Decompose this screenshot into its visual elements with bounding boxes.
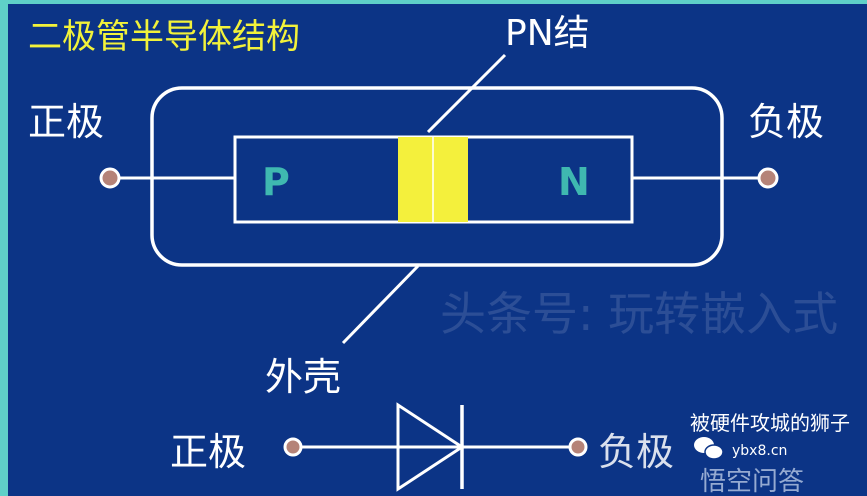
shell-label: 外壳 xyxy=(265,355,341,399)
symbol-anode-label: 正极 xyxy=(170,430,246,474)
anode-terminal xyxy=(99,167,121,189)
cathode-label: 负极 xyxy=(748,100,824,144)
wechat-icon xyxy=(694,437,724,460)
watermark-author: 被硬件攻城的狮子 xyxy=(690,411,850,435)
pn-leader-line xyxy=(426,53,507,134)
shell-leader-line xyxy=(341,264,420,345)
cathode-terminal xyxy=(757,167,779,189)
symbol-anode-terminal xyxy=(283,437,303,457)
diagram-canvas xyxy=(8,4,867,496)
pn-junction-label: PN结 xyxy=(505,13,590,54)
anode-label: 正极 xyxy=(28,100,104,144)
symbol-cathode-terminal xyxy=(568,437,588,457)
watermark-wukong: 悟空问答 xyxy=(700,467,804,496)
p-region-label: P xyxy=(262,160,290,204)
watermark-toutiao: 头条号: 玩转嵌入式 xyxy=(440,287,838,341)
diode-triangle xyxy=(396,402,465,492)
title: 二极管半导体结构 xyxy=(28,17,300,57)
n-region-label: N xyxy=(558,160,590,204)
symbol-cathode-label: 负极 xyxy=(598,430,674,474)
watermark-site: ybx8.cn xyxy=(732,443,787,459)
